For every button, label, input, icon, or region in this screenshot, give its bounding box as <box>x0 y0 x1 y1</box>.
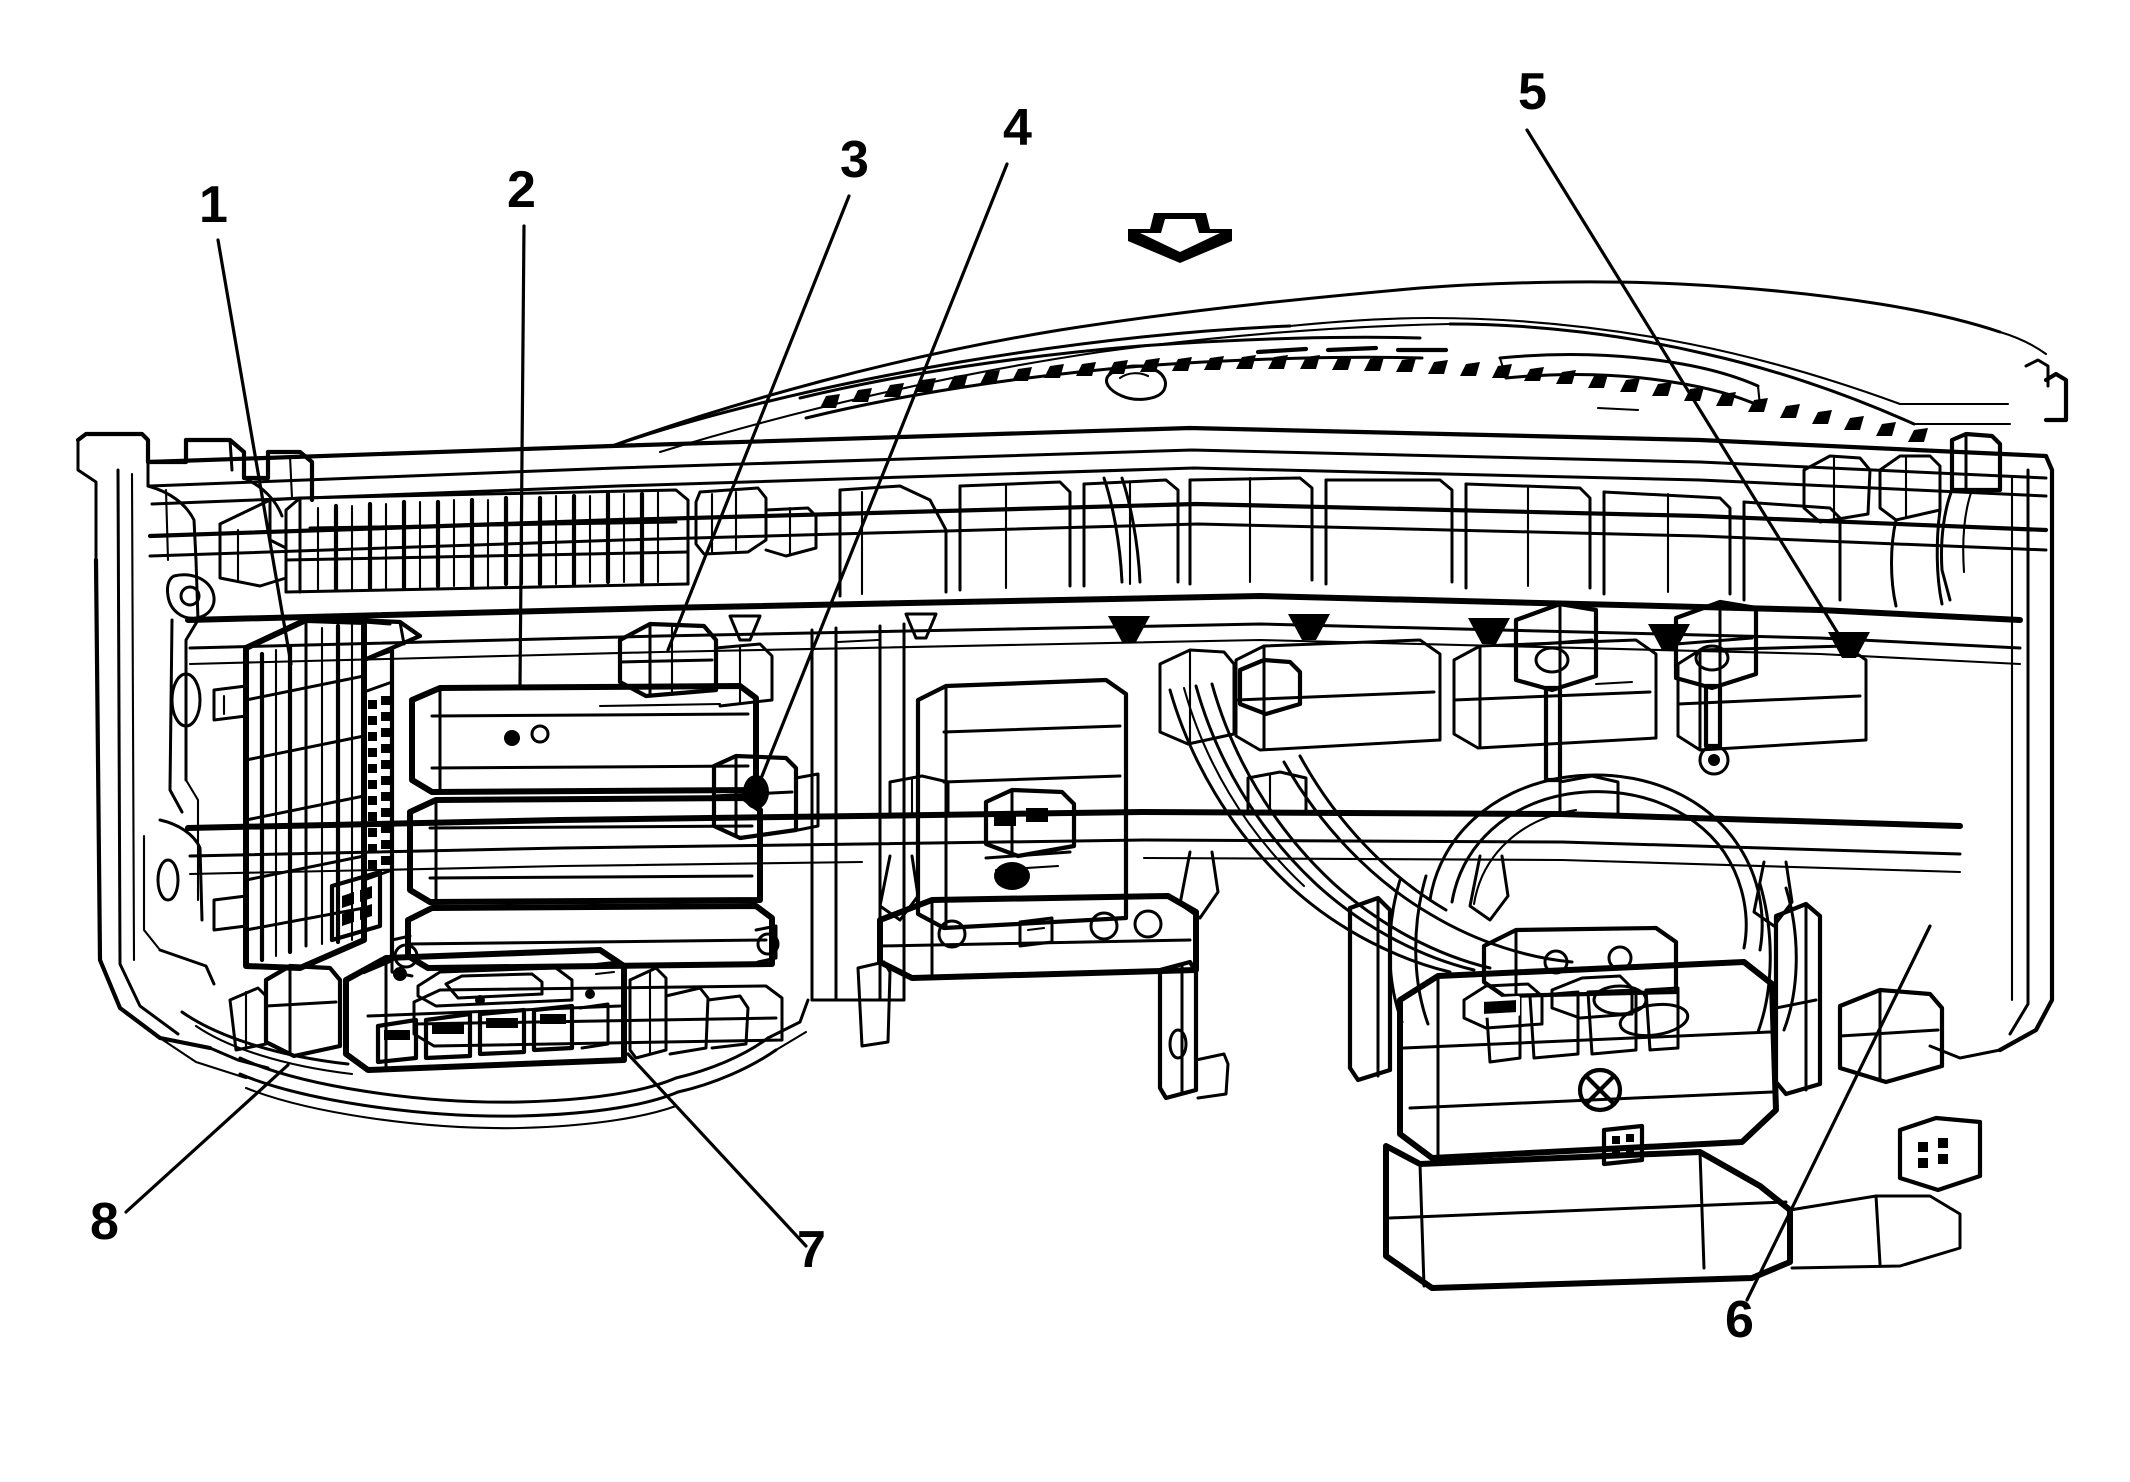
callout-label-7: 7 <box>797 1221 826 1279</box>
upper-hvac-duct-bank <box>218 486 818 594</box>
center-connector-assembly <box>617 621 820 841</box>
lower-control-module <box>228 947 750 1130</box>
leader-line-7 <box>626 1052 808 1248</box>
leader-line-5 <box>1525 128 1844 642</box>
leader-line-8 <box>124 1063 290 1214</box>
upper-panel-rails <box>145 425 2049 666</box>
callout-label-2: 2 <box>507 161 536 219</box>
callout-leader-lines <box>124 128 1932 1302</box>
direction-arrow-icon <box>1128 213 1232 263</box>
right-hvac-assembly <box>1347 599 1823 1097</box>
callout-label-8: 8 <box>90 1193 119 1251</box>
center-upper-ducts <box>838 476 1842 602</box>
dash-top-pad <box>610 280 2048 454</box>
leader-line-2 <box>518 224 526 688</box>
callout-label-3: 3 <box>840 131 869 189</box>
leader-line-1 <box>216 238 293 666</box>
center-stack-cavity <box>810 622 1574 1101</box>
lower-left-skirt <box>180 998 810 1094</box>
down-arrow-inner <box>1140 219 1220 252</box>
right-upper-panels <box>1158 638 1868 752</box>
leader-line-3 <box>666 194 851 652</box>
leader-line-4 <box>756 162 1009 788</box>
left-electronic-module-stack <box>212 615 423 975</box>
leader-line-6 <box>1745 924 1932 1302</box>
callout-label-6: 6 <box>1725 1291 1754 1349</box>
callout-label-4: 4 <box>1003 99 1032 157</box>
callout-label-5: 5 <box>1518 63 1547 121</box>
callout-label-1: 1 <box>199 176 228 234</box>
left-end-bracket <box>75 431 315 1080</box>
right-blower-housing <box>1383 959 1983 1291</box>
right-end-bracket <box>1802 358 2069 1060</box>
